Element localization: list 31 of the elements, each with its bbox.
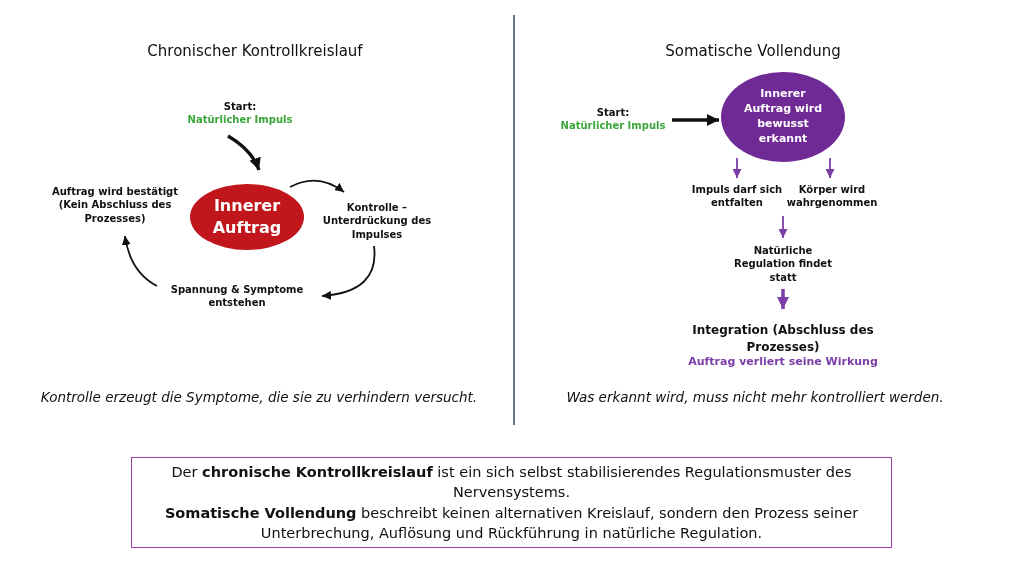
- node-text: Start:: [223, 99, 257, 113]
- arrow: [672, 114, 719, 126]
- arrow: [732, 157, 742, 179]
- summary-box: [131, 457, 892, 548]
- node-text: Natürlicher Impuls: [187, 113, 293, 127]
- node-text: Kontrolle – Unterdrückung des Impulses: [321, 200, 433, 242]
- node-text: Auftrag wird bestätigt: [51, 184, 179, 199]
- node-text: Integration (Abschluss des Prozesses): [691, 322, 875, 355]
- arrow: [825, 157, 835, 179]
- panel-heading: Somatische Vollendung: [664, 42, 842, 60]
- node-text: Natürlicher Impuls: [560, 119, 666, 133]
- node-text: Innerer Auftrag: [211, 195, 283, 239]
- arrow: [321, 245, 376, 300]
- node-text: Innerer Auftrag wird bewusst erkannt: [742, 87, 824, 147]
- arrow: [289, 179, 345, 193]
- node-text: Auftrag verliert seine Wirkung: [688, 354, 878, 370]
- caption-text: Kontrolle erzeugt die Symptome, die sie zu verhindern versucht.: [39, 389, 479, 405]
- node-text: Körper wird wahrgenommen: [785, 182, 879, 210]
- arrow: [227, 134, 261, 171]
- node-text: Impuls darf sich entfalten: [690, 182, 784, 210]
- node-text: Natürliche Regulation findet statt: [733, 243, 833, 285]
- node-text: (Kein Abschluss des Prozesses): [57, 198, 173, 226]
- summary-text: Somatische Vollendung beschreibt keinen alternativen Kreislauf, sondern den Prozess seiner Unterbrechung, Auflösung und Rückführung in natürliche Regulation.: [163, 503, 860, 543]
- caption-text: Was erkannt wird, muss nicht mehr kontrolliert werden.: [565, 389, 945, 405]
- node-text: Start:: [596, 105, 630, 119]
- arrow: [778, 215, 788, 239]
- arrow: [777, 289, 789, 309]
- arrow: [122, 235, 158, 287]
- node-text: Spannung & Symptome entstehen: [170, 282, 304, 310]
- panel-heading: Chronischer Kontrollkreislauf: [146, 42, 364, 60]
- summary-text: Der chronische Kontrollkreislauf ist ein sich selbst stabilisierendes Regulationsmuster des Nervensystems.: [170, 462, 853, 503]
